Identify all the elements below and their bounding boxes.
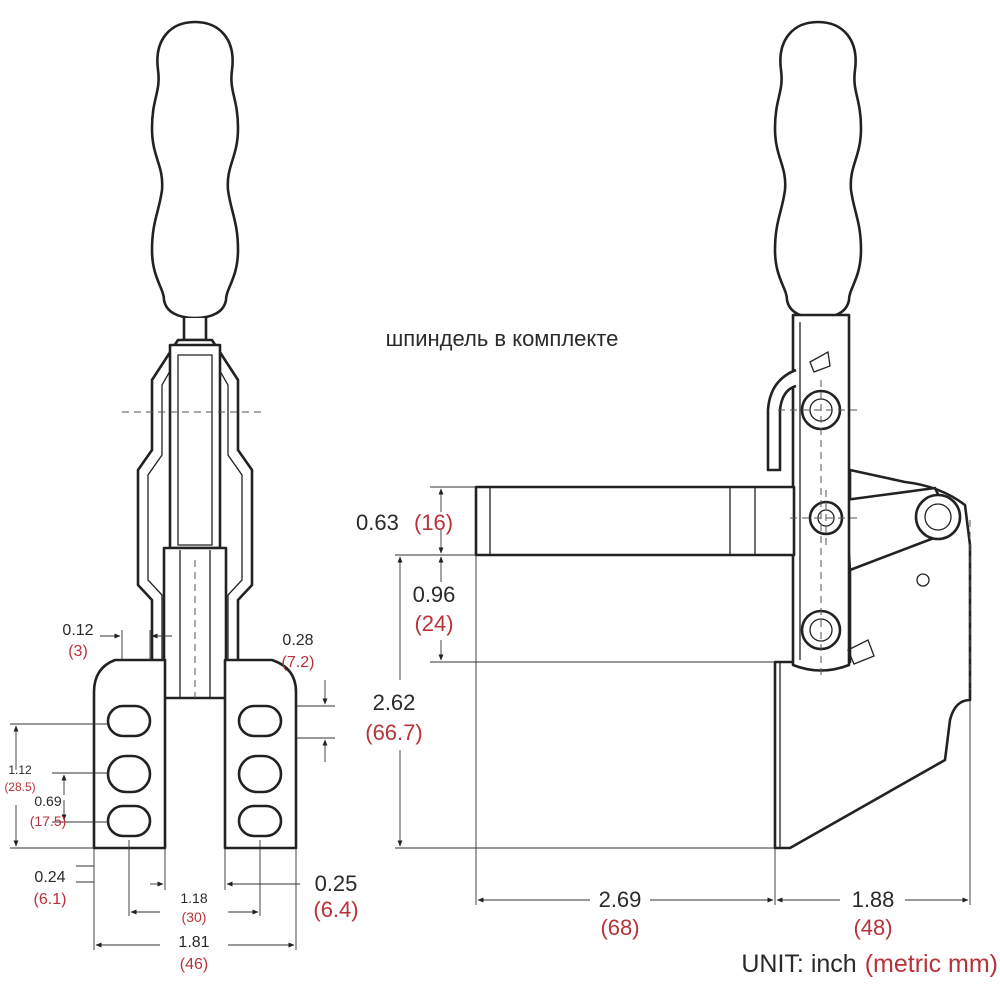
- front-slot: [237, 754, 283, 794]
- front-handle-grip: [150, 20, 240, 320]
- side-small-hole: [916, 573, 930, 587]
- dim-063-inch: 0.63: [356, 510, 399, 535]
- front-slot: [237, 804, 283, 838]
- dim-028-inch: 0.28: [282, 632, 313, 649]
- unit-metric: (metric mm): [865, 950, 998, 978]
- dim-024-inch: 0.24: [34, 869, 65, 886]
- side-view: [474, 20, 972, 850]
- dim-262-mm: (66.7): [365, 720, 422, 745]
- dim-063-mm: (16): [414, 510, 453, 535]
- dim-269-inch: 2.69: [599, 887, 642, 912]
- dim-096-mm: (24): [414, 611, 453, 636]
- dim-025-inch: 0.25: [315, 871, 358, 896]
- dim-112-mm: (28.5): [4, 780, 35, 794]
- dim-069-mm: (17.5): [30, 813, 67, 829]
- dim-112-inch: 1.12: [8, 763, 32, 777]
- dim-118-mm: (30): [182, 909, 207, 925]
- front-slot: [106, 804, 152, 838]
- front-handle-neck: [182, 318, 208, 342]
- side-pin-right: [914, 493, 962, 541]
- dim-012-inch: 0.12: [62, 622, 93, 639]
- side-hook: [766, 368, 797, 472]
- side-spindle: [474, 485, 796, 557]
- note-label: шпиндель в комплекте: [386, 326, 619, 351]
- front-view: [92, 20, 298, 850]
- dim-025-mm: (6.4): [313, 897, 358, 922]
- front-dimension-lines: [10, 630, 335, 950]
- front-slot: [106, 704, 152, 738]
- dim-181-inch: 1.81: [178, 934, 209, 951]
- side-handle-grip: [773, 20, 863, 320]
- front-base-right: [223, 658, 298, 850]
- dim-069-inch: 0.69: [34, 793, 61, 809]
- unit-inch: UNIT: inch: [741, 950, 856, 978]
- unit-label: UNIT: inch (metric mm): [741, 950, 998, 978]
- dim-181-mm: (46): [180, 956, 208, 973]
- front-slot: [106, 754, 152, 794]
- side-dimension-lines: [395, 486, 971, 905]
- dim-096-inch: 0.96: [413, 582, 456, 607]
- dim-024-mm: (6.1): [34, 891, 67, 908]
- dim-188-mm: (48): [853, 915, 892, 940]
- dim-262-inch: 2.62: [373, 690, 416, 715]
- side-pin-bottom: [800, 609, 842, 651]
- dim-188-inch: 1.88: [852, 887, 895, 912]
- dim-012-mm: (3): [68, 643, 88, 660]
- front-base-left: [92, 658, 167, 850]
- front-slot: [237, 704, 283, 738]
- dim-269-mm: (68): [600, 915, 639, 940]
- dim-028-mm: (7.2): [282, 654, 315, 671]
- dim-118-inch: 1.18: [180, 890, 207, 906]
